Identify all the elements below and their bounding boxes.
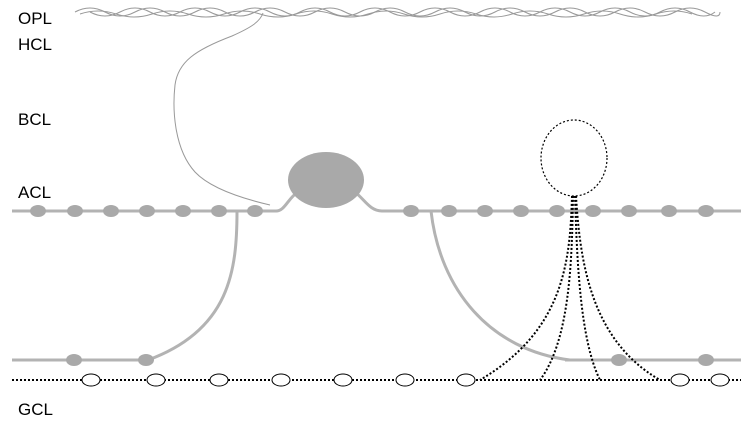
layer-label-acl: ACL — [18, 183, 51, 202]
varicosity — [621, 205, 637, 217]
gcl-cell — [333, 373, 353, 387]
varicosity — [175, 205, 191, 217]
varicosity — [549, 205, 565, 217]
layer-label-opl: OPL — [18, 9, 52, 28]
varicosity — [247, 205, 263, 217]
lower-varicosities — [66, 354, 714, 366]
varicosity — [611, 354, 627, 366]
right-descending-process — [429, 210, 571, 362]
varicosity — [477, 205, 493, 217]
gcl-cell — [146, 373, 166, 387]
opl-wave-b — [89, 7, 716, 17]
layer-label-gcl: GCL — [18, 400, 53, 419]
opl-wave-a — [74, 7, 721, 17]
gcl-cells — [81, 373, 730, 387]
left-descending-process — [147, 210, 239, 362]
gcl-cell — [456, 373, 476, 387]
varicosity — [698, 354, 714, 366]
varicosity — [139, 205, 155, 217]
gcl-cell — [209, 373, 229, 387]
gcl-cell — [81, 373, 101, 387]
acl-varicosities — [30, 205, 714, 217]
amacrine-soma — [288, 152, 364, 208]
varicosity — [661, 205, 677, 217]
gcl-cell — [395, 373, 415, 387]
layer-label-hcl: HCL — [18, 35, 52, 54]
varicosity — [513, 205, 529, 217]
dotted-process-4 — [575, 195, 661, 381]
gcl-cell — [271, 373, 291, 387]
varicosity — [585, 205, 601, 217]
thin-dendrite-to-opl — [173, 12, 271, 206]
opl-wavy-lines — [74, 7, 721, 18]
varicosity — [138, 354, 154, 366]
dotted-process-2 — [539, 195, 574, 381]
varicosity — [67, 205, 83, 217]
dotted-process-3 — [574, 195, 601, 381]
varicosity — [211, 205, 227, 217]
varicosity — [103, 205, 119, 217]
dotted-cell-soma — [540, 119, 608, 197]
descending-processes — [12, 210, 741, 362]
varicosity — [30, 205, 46, 217]
gcl-cell — [670, 373, 690, 387]
varicosity — [441, 205, 457, 217]
varicosity — [698, 205, 714, 217]
gcl-cell — [710, 373, 730, 387]
layer-label-bcl: BCL — [18, 110, 51, 129]
varicosity — [403, 205, 419, 217]
dotted-process-1 — [479, 195, 573, 381]
acl-soma-right-join — [354, 190, 383, 213]
dotted-cell — [479, 119, 661, 381]
varicosity — [66, 354, 82, 366]
opl-wave-c — [79, 10, 693, 18]
